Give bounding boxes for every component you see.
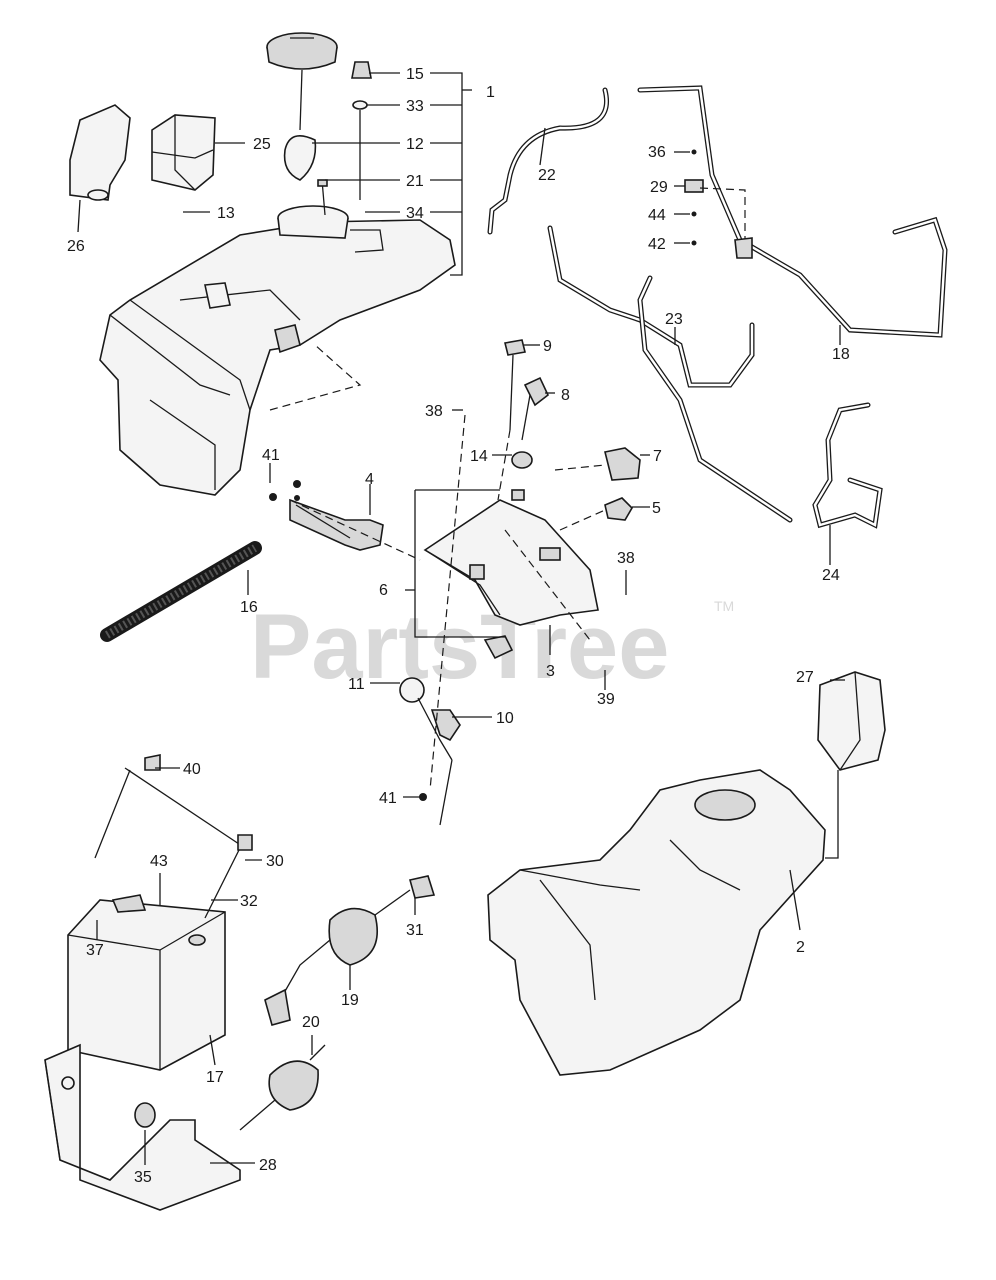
callout-20: 20: [302, 1014, 320, 1031]
callout-40: 40: [183, 761, 201, 778]
switch-7: [604, 447, 641, 481]
callout-27: 27: [796, 669, 814, 686]
callout-2: 2: [796, 939, 805, 956]
callout-15: 15: [406, 66, 424, 83]
callout-23: 23: [665, 311, 683, 328]
callout-11: 11: [348, 676, 365, 693]
watermark-trademark: TM: [714, 598, 734, 614]
switch-5: [604, 497, 634, 521]
key-switch: [504, 339, 549, 501]
watermark: PartsTree: [250, 596, 669, 698]
leader-lines: [77, 72, 845, 1165]
callout-labels: 1 2 3 4 5 6 7 8 9 10 11 12 13 14 15 16 1…: [67, 66, 850, 1186]
callout-9: 9: [543, 338, 552, 355]
callout-28: 28: [259, 1157, 277, 1174]
callout-10: 10: [496, 710, 514, 727]
callout-4: 4: [365, 471, 374, 488]
hose-18: [637, 85, 948, 338]
callout-1: 1: [486, 84, 495, 101]
battery-tray-28: [44, 1043, 241, 1211]
cables: [239, 875, 436, 1131]
callout-30: 30: [266, 853, 284, 870]
callout-43: 43: [150, 853, 168, 870]
fuel-tank-upper: [99, 205, 456, 496]
callout-7: 7: [653, 448, 662, 465]
callout-8: 8: [561, 387, 570, 404]
callout-25: 25: [253, 136, 271, 153]
callout-35: 35: [134, 1169, 152, 1186]
fuel-gauge-parts: [317, 61, 372, 216]
callout-26: 26: [67, 238, 85, 255]
callout-13: 13: [217, 205, 235, 222]
callout-29: 29: [650, 179, 668, 196]
callout-16: 16: [240, 599, 258, 616]
callout-38-top: 38: [425, 403, 443, 420]
grip-16: [100, 541, 262, 642]
callout-44: 44: [648, 207, 666, 224]
fuel-tank-lower: [487, 769, 826, 1076]
callout-38-right: 38: [617, 550, 635, 567]
fuel-cap: [266, 32, 338, 70]
bracket-27: [817, 671, 886, 771]
hose-22: [487, 87, 609, 235]
callout-6: 6: [379, 582, 388, 599]
callout-17: 17: [206, 1069, 224, 1086]
callout-12: 12: [406, 136, 424, 153]
callout-21: 21: [406, 173, 424, 190]
dashed-links: [269, 344, 606, 791]
callout-31: 31: [406, 922, 424, 939]
callout-37: 37: [86, 942, 104, 959]
cap-tether: [283, 69, 317, 181]
callout-24: 24: [822, 567, 840, 584]
callout-41-bottom: 41: [379, 790, 397, 807]
filter-25: [151, 114, 216, 191]
callout-22: 22: [538, 167, 556, 184]
hold-down-bar: [94, 754, 253, 919]
callout-41-top: 41: [262, 447, 280, 464]
callout-39: 39: [597, 691, 615, 708]
callout-42: 42: [648, 236, 666, 253]
hose-24: [812, 402, 883, 529]
callout-33: 33: [406, 98, 424, 115]
callout-19: 19: [341, 992, 359, 1009]
throttle-4: [269, 480, 384, 551]
callout-14: 14: [470, 448, 488, 465]
callout-32: 32: [240, 893, 258, 910]
battery-17: [67, 899, 226, 1071]
callout-5: 5: [652, 500, 661, 517]
callout-34: 34: [406, 205, 424, 222]
bracket-26: [69, 104, 131, 201]
callout-18: 18: [832, 346, 850, 363]
fuel-valve-29: [684, 149, 753, 259]
hose-23: [547, 225, 793, 523]
callout-3: 3: [546, 663, 555, 680]
callout-36: 36: [648, 144, 666, 161]
